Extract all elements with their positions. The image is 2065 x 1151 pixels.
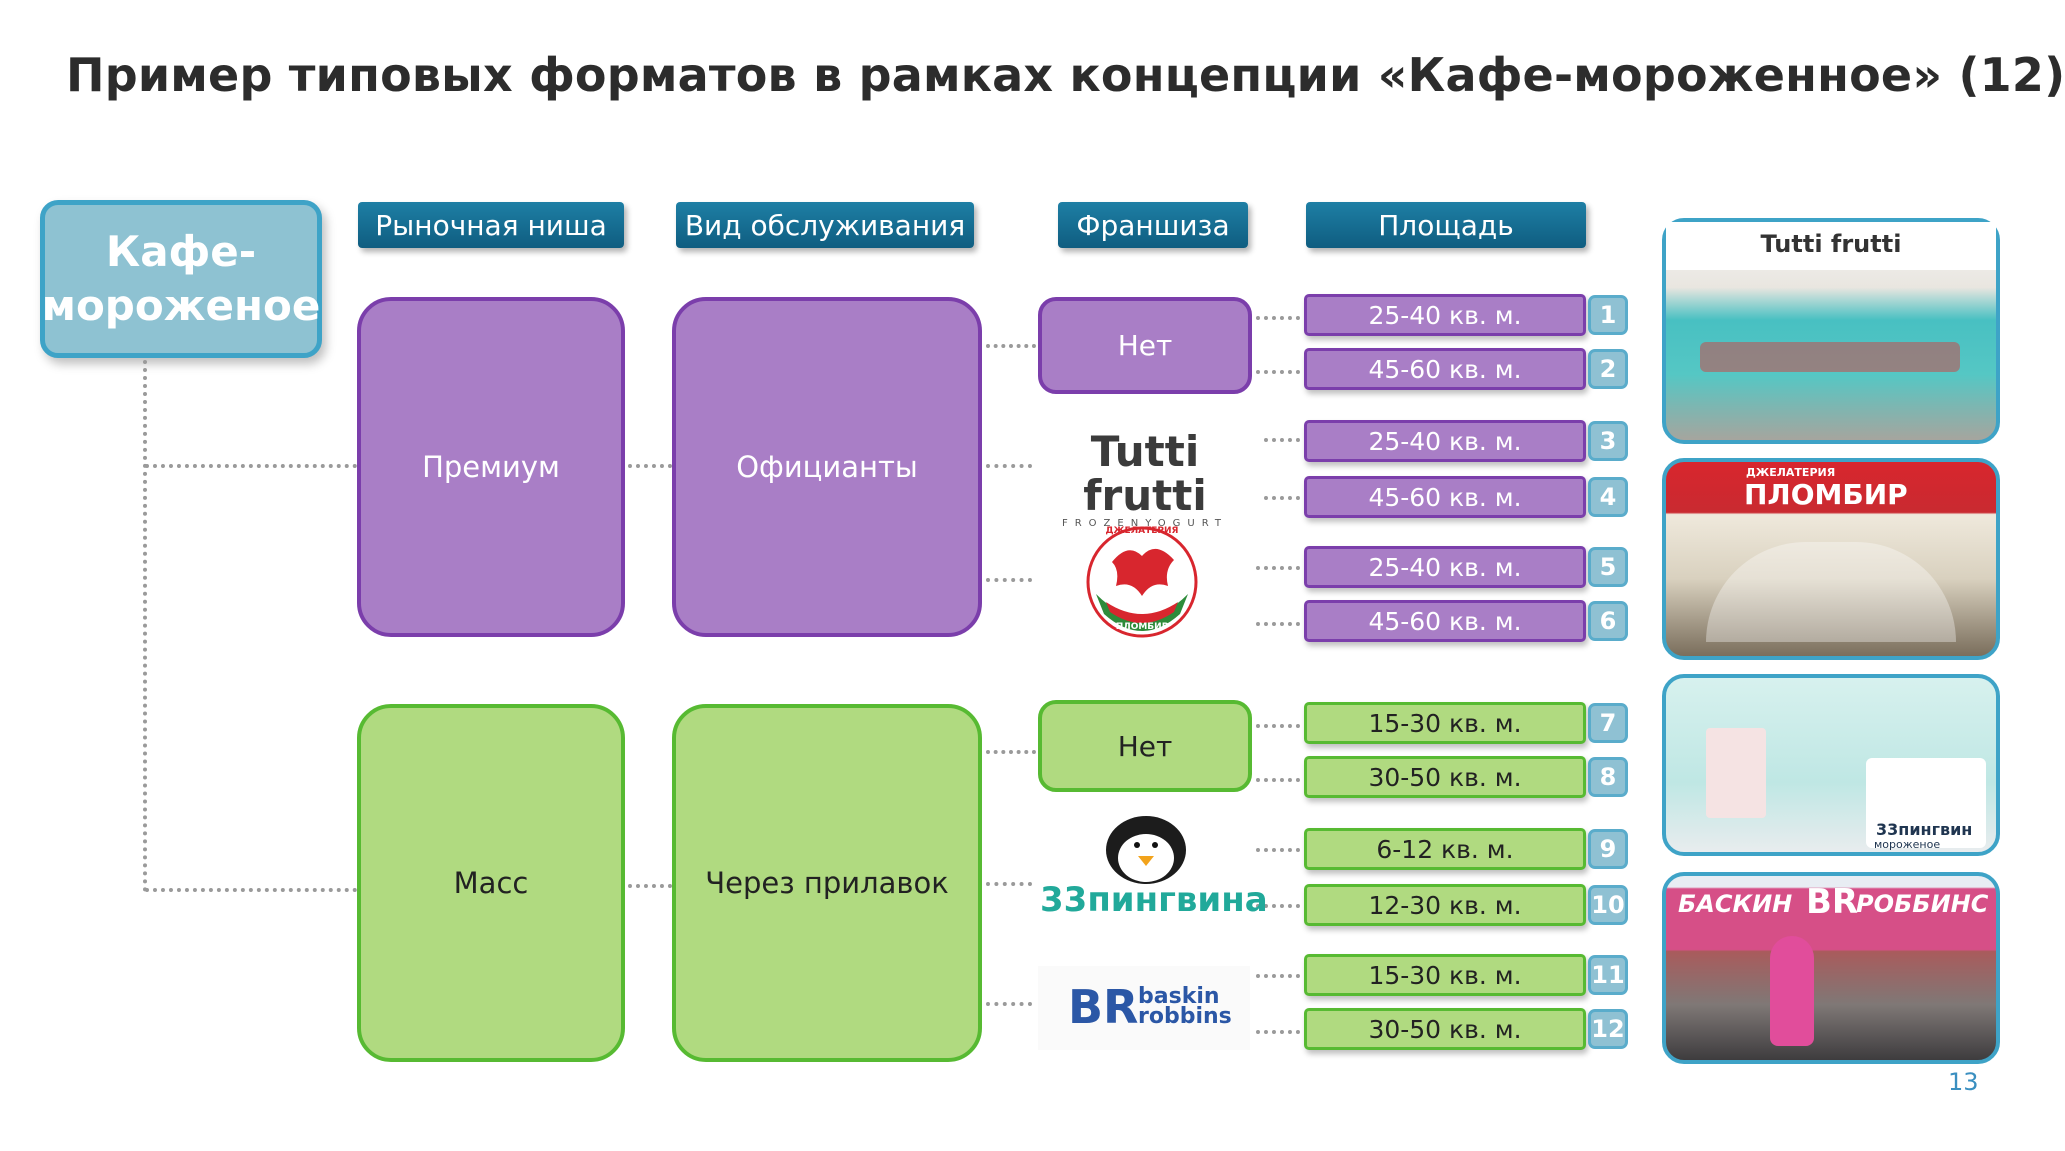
logo-tutti-frutti: Tutti frutti FROZENYOGURT xyxy=(1036,430,1254,530)
connector-area-3 xyxy=(1264,438,1300,442)
connector-root-premium xyxy=(145,464,357,468)
connector-premium-service xyxy=(628,464,672,468)
connector-area-9 xyxy=(1256,848,1300,852)
connector-area-7 xyxy=(1256,724,1300,728)
baskin-line2: robbins xyxy=(1138,1004,1232,1029)
logo-33-pingvina: 33пингвина xyxy=(1040,810,1268,920)
connector-service-none-bottom xyxy=(986,750,1036,754)
connector-area-6 xyxy=(1256,622,1300,626)
area-box-11: 15-30 кв. м. xyxy=(1304,954,1586,996)
area-number-6: 6 xyxy=(1588,601,1628,641)
photo-tutti-frutti-store: Tutti frutti xyxy=(1662,218,2000,444)
area-box-5: 25-40 кв. м. xyxy=(1304,546,1586,588)
photo-baskin-robbins-store: БАСКИН BR РОББИНС xyxy=(1662,872,2000,1064)
plombir-top-text: ДЖЕЛАТЕРИЯ xyxy=(1105,526,1179,536)
area-box-3: 25-40 кв. м. xyxy=(1304,420,1586,462)
connector-area-10 xyxy=(1256,904,1300,908)
penguin-icon xyxy=(1106,816,1186,884)
area-number-7: 7 xyxy=(1588,703,1628,743)
logo-plombir: ДЖЕЛАТЕРИЯ ПЛОМБИР xyxy=(1082,522,1202,642)
connector-service-pingvina xyxy=(986,882,1032,886)
area-box-2: 45-60 кв. м. xyxy=(1304,348,1586,390)
connector-service-none-top xyxy=(986,344,1036,348)
header-franchise: Франшиза xyxy=(1058,202,1248,248)
area-box-6: 45-60 кв. м. xyxy=(1304,600,1586,642)
photo4-left: БАСКИН xyxy=(1678,890,1793,918)
slide-title: Пример типовых форматов в рамках концепц… xyxy=(66,48,2065,102)
pingvina-text: 33пингвина xyxy=(1040,880,1268,920)
root-label-line2: мороженое xyxy=(41,281,321,330)
tutti-frutti-sub: FROZENYOGURT xyxy=(1061,518,1229,529)
root-concept-box: Кафе-мороженое xyxy=(40,200,322,358)
area-number-9: 9 xyxy=(1588,829,1628,869)
area-number-5: 5 xyxy=(1588,547,1628,587)
root-label-line1: Кафе- xyxy=(105,227,257,276)
connector-service-tutti xyxy=(986,464,1032,468)
area-box-7: 15-30 кв. м. xyxy=(1304,702,1586,744)
area-number-10: 10 xyxy=(1588,885,1628,925)
photo3-sign: 33пингвин xyxy=(1876,820,1973,839)
photo2-top: ДЖЕЛАТЕРИЯ xyxy=(1746,466,1836,479)
area-number-8: 8 xyxy=(1588,757,1628,797)
area-number-12: 12 xyxy=(1588,1009,1628,1049)
area-box-12: 30-50 кв. м. xyxy=(1304,1008,1586,1050)
node-waiters: Официанты xyxy=(672,297,982,637)
connector-service-baskin xyxy=(986,1002,1032,1006)
photo2-sign: ПЛОМБИР xyxy=(1744,478,1908,511)
area-box-4: 45-60 кв. м. xyxy=(1304,476,1586,518)
photo-plombir-store: ДЖЕЛАТЕРИЯ ПЛОМБИР xyxy=(1662,458,2000,660)
photo-33-pingvina-store: 33пингвин мороженое xyxy=(1662,674,2000,856)
logo-baskin-robbins: BR baskin robbins xyxy=(1038,966,1250,1050)
photo3-sub: мороженое xyxy=(1874,838,1941,851)
header-service-type: Вид обслуживания xyxy=(676,202,974,248)
node-premium: Премиум xyxy=(357,297,625,637)
node-franchise-none-mass: Нет xyxy=(1038,700,1252,792)
connector-area-11 xyxy=(1256,974,1300,978)
connector-area-8 xyxy=(1256,778,1300,782)
connector-area-2 xyxy=(1256,370,1300,374)
mascot-icon xyxy=(1770,936,1814,1046)
area-number-1: 1 xyxy=(1588,295,1628,335)
connector-mass-service xyxy=(628,884,672,888)
photo4-br: BR xyxy=(1806,882,1859,922)
photo4-right: РОББИНС xyxy=(1856,890,1989,918)
connector-root-vertical xyxy=(143,360,147,892)
plombir-bottom-text: ПЛОМБИР xyxy=(1115,622,1169,632)
area-box-1: 25-40 кв. м. xyxy=(1304,294,1586,336)
area-number-2: 2 xyxy=(1588,349,1628,389)
connector-area-5 xyxy=(1256,566,1300,570)
node-counter-service: Через прилавок xyxy=(672,704,982,1062)
connector-area-1 xyxy=(1256,316,1300,320)
area-number-11: 11 xyxy=(1588,955,1628,995)
connector-area-4 xyxy=(1264,496,1300,500)
area-number-4: 4 xyxy=(1588,477,1628,517)
baskin-line1: baskin xyxy=(1138,984,1220,1009)
area-number-3: 3 xyxy=(1588,421,1628,461)
photo1-sign: Tutti frutti xyxy=(1760,230,1902,258)
node-mass: Масс xyxy=(357,704,625,1062)
connector-area-12 xyxy=(1256,1030,1300,1034)
plombir-emblem-icon xyxy=(1086,526,1198,638)
connector-service-plombir xyxy=(986,578,1032,582)
area-box-8: 30-50 кв. м. xyxy=(1304,756,1586,798)
node-franchise-none-premium: Нет xyxy=(1038,297,1252,394)
connector-root-mass xyxy=(145,888,357,892)
area-box-9: 6-12 кв. м. xyxy=(1304,828,1586,870)
tutti-frutti-name: Tutti frutti xyxy=(1083,427,1207,520)
page-number: 13 xyxy=(1948,1068,1979,1096)
area-box-10: 12-30 кв. м. xyxy=(1304,884,1586,926)
header-market-niche: Рыночная ниша xyxy=(358,202,624,248)
baskin-br-mark: BR xyxy=(1068,980,1139,1034)
header-area: Площадь xyxy=(1306,202,1586,248)
